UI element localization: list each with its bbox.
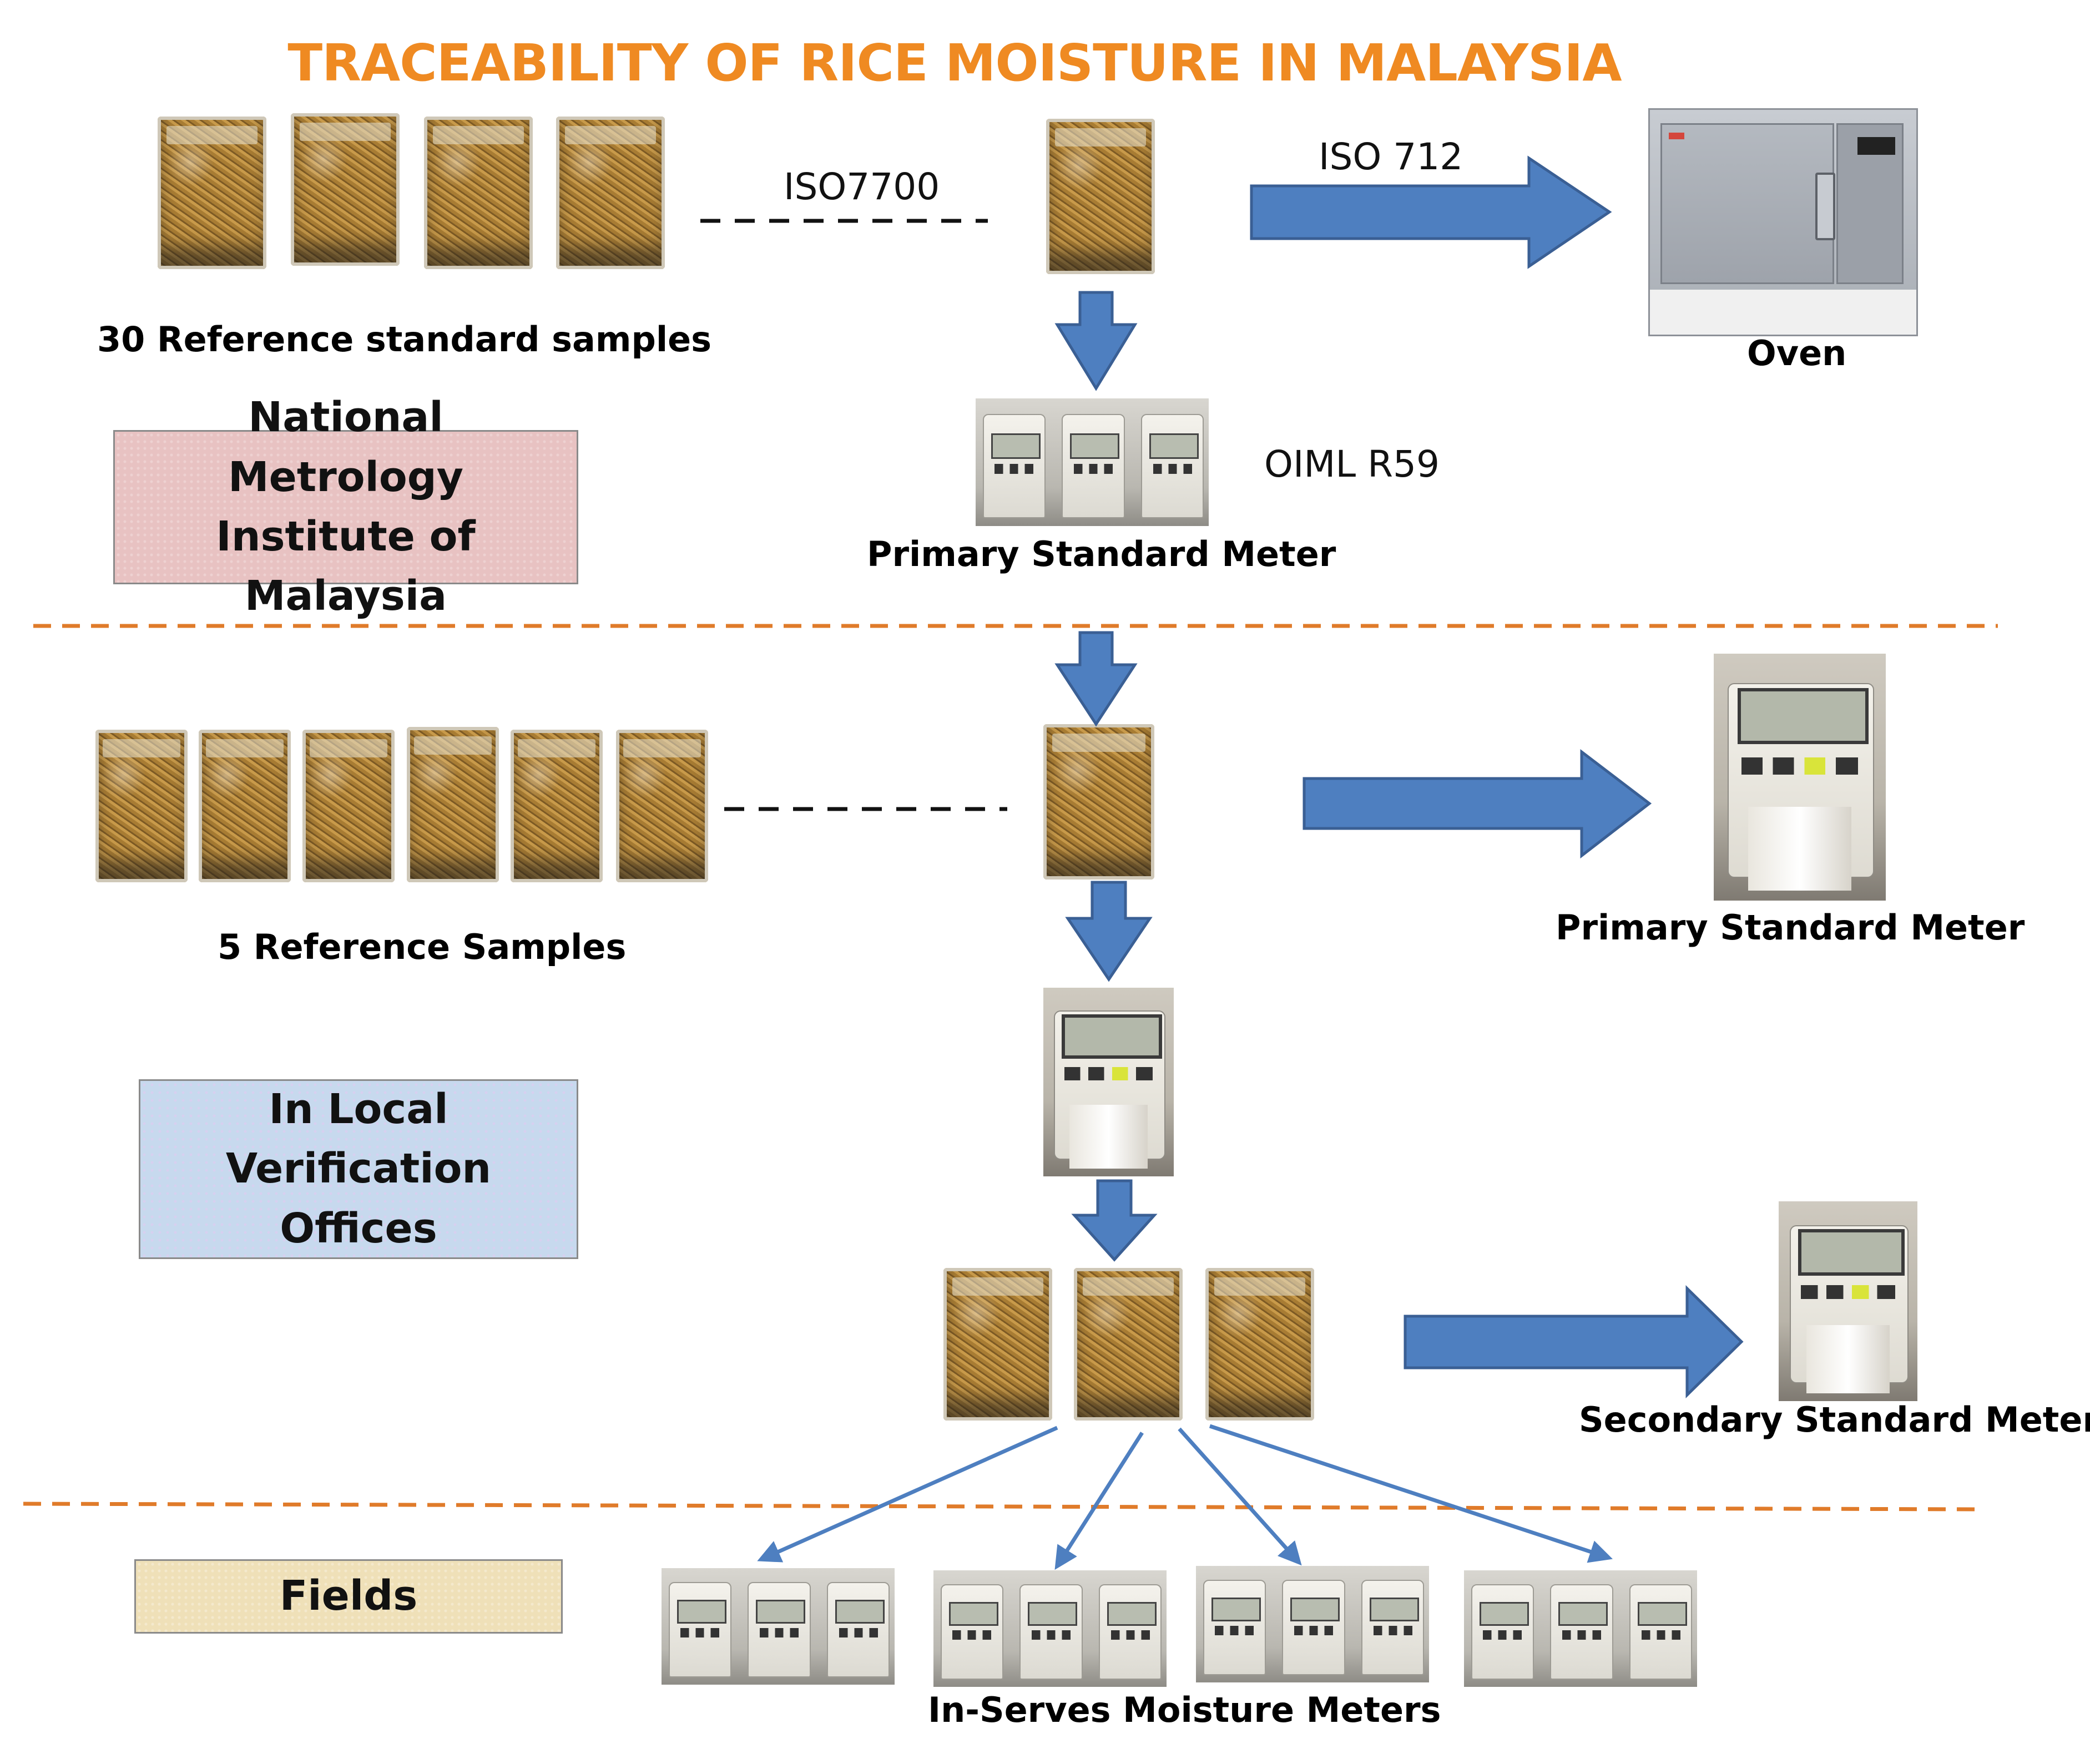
oiml-label: OIML R59 [1264,443,1440,486]
reference-30-label: 30 Reference standard samples [97,319,712,360]
rice-sample-bag [1046,119,1155,274]
arrow-to-field-2 [1054,1432,1144,1570]
arrow-to-field-1 [757,1426,1058,1563]
reference-5-label: 5 Reference Samples [218,927,627,967]
local-office-box-text: In Local Verification Offices [225,1085,492,1252]
oven-logo [1668,132,1685,139]
moisture-meters-triple [976,398,1209,526]
rice-sample-bag [1043,724,1154,880]
secondary-meter-image [1779,1201,1917,1401]
in-serves-label: In-Serves Moisture Meters [928,1690,1441,1730]
rice-sample-bag [95,730,188,882]
rice-sample-bag [302,730,395,882]
moisture-meter-unit [1361,1580,1425,1676]
rice-sample-bag [556,117,665,269]
arrow-right-secondary-meter [1404,1285,1744,1398]
meter-base [1748,806,1851,891]
oven-image [1648,108,1918,336]
moisture-meter-unit [1099,1584,1162,1680]
arrow-to-field-4 [1209,1424,1613,1563]
fields-box: Fields [134,1559,563,1634]
oven-label: Oven [1747,333,1847,373]
diagram-title: TRACEABILITY OF RICE MOISTURE IN MALAYSI… [287,33,1622,93]
moisture-meter-unit [827,1582,890,1678]
moisture-meter-unit [1141,413,1204,518]
iso7700-label: ISO7700 [784,165,940,208]
moisture-meter-unit [1550,1584,1613,1680]
primary-meter-label-2: Primary Standard Meter [1556,907,2025,948]
section-divider-2 [23,1502,1976,1512]
meter-base [1806,1325,1890,1393]
meter-screen [1061,1014,1163,1059]
moisture-meter-unit [940,1584,1003,1680]
field-meters-group-1 [662,1568,895,1685]
arrow-down-to-center-meter [1065,881,1153,982]
moisture-meter-unit [748,1582,811,1678]
local-office-box: In Local Verification Offices [139,1079,578,1259]
moisture-meter-unit [982,413,1046,518]
rice-sample-bag [1074,1268,1183,1421]
primary-meter-image [1714,654,1886,901]
meter-keys [1741,757,1859,775]
fields-box-text: Fields [279,1572,418,1620]
rice-sample-bag [199,730,291,882]
rice-sample-bag [424,117,533,269]
moisture-meter-unit [1019,1584,1083,1680]
nmim-box-text: National Metrology Institute of Malaysia [216,393,476,620]
rice-sample-bag [407,727,499,882]
moisture-meter-unit [1203,1580,1266,1676]
meter-screen [1798,1229,1905,1276]
rice-sample-bag [943,1268,1052,1421]
iso712-label: ISO 712 [1319,135,1463,178]
rice-sample-bag [616,730,708,882]
secondary-meter-label: Secondary Standard Meter [1579,1399,2090,1440]
meter-keys [1064,1067,1153,1080]
meter-base [1069,1104,1148,1169]
arrow-down-to-3-samples [1071,1179,1158,1262]
arrow-right-primary-meter [1303,749,1652,859]
rice-sample-bag [1205,1268,1314,1421]
arrow-down-to-tier2 [1054,631,1138,727]
rice-sample-bag [511,730,603,882]
field-meters-group-4 [1464,1570,1697,1687]
field-meters-group-3 [1196,1566,1429,1682]
oven-handle [1815,173,1836,240]
rice-sample-bag [291,113,400,266]
moisture-meter-unit [1471,1584,1534,1680]
field-meters-group-2 [933,1570,1167,1687]
arrow-to-field-3 [1178,1427,1302,1566]
nmim-box: National Metrology Institute of Malaysia [113,393,578,620]
primary-meter-image-center [1043,988,1174,1176]
oven-display [1857,137,1895,155]
moisture-meter-unit [1629,1584,1693,1680]
moisture-meter-unit [668,1582,731,1678]
rice-sample-bag [158,117,266,269]
arrow-down-to-meters [1054,291,1138,391]
meter-keys [1801,1285,1895,1300]
moisture-meter-unit [1062,413,1125,518]
primary-meter-label-1: Primary Standard Meter [867,534,1336,574]
meter-screen [1738,688,1869,745]
arrow-right-iso712 [1250,155,1612,269]
moisture-meter-unit [1282,1580,1345,1676]
